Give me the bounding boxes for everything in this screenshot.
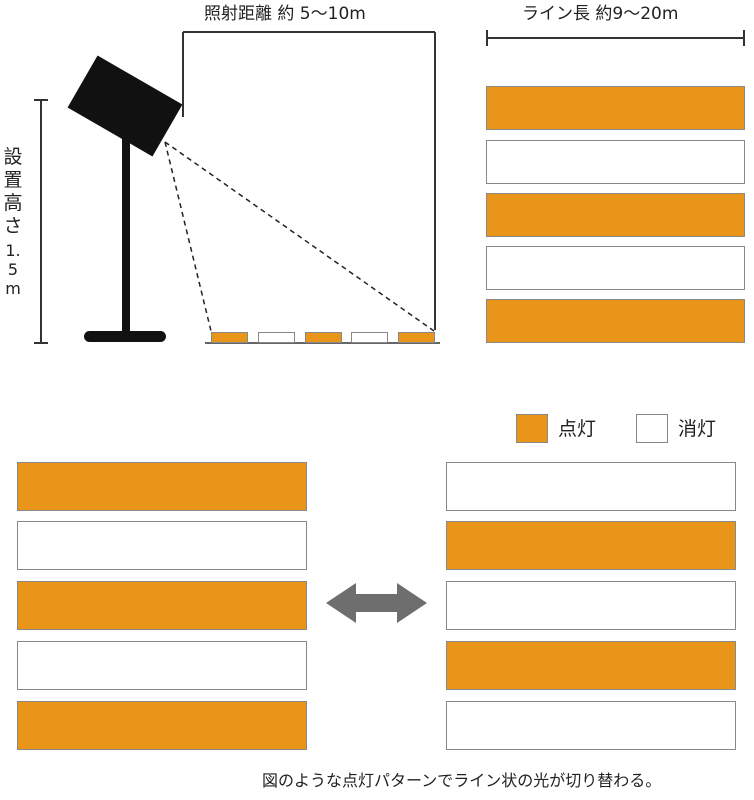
floor-stripe xyxy=(258,332,295,343)
height-char: さ xyxy=(3,215,23,237)
stripe xyxy=(486,86,745,130)
height-dimension xyxy=(34,99,48,344)
legend-off-swatch xyxy=(636,414,668,443)
stripe xyxy=(446,462,736,511)
stripe xyxy=(486,246,745,290)
floor-stripe xyxy=(305,332,342,343)
floor-stripe xyxy=(211,332,248,343)
projector-icon xyxy=(67,55,183,342)
double-arrow-icon xyxy=(326,583,427,623)
stripe xyxy=(446,581,736,630)
height-char: 置 xyxy=(3,169,23,191)
projection-beam xyxy=(164,141,435,332)
height-value-char: 1. xyxy=(5,241,21,260)
stripe xyxy=(17,521,307,570)
stripe xyxy=(446,701,736,750)
distance-label: 照射距離 約 5〜10m xyxy=(204,4,366,24)
floor-stripe xyxy=(398,332,435,343)
legend-off-label: 消灯 xyxy=(678,418,717,440)
distance-dimension xyxy=(182,31,436,330)
stripe xyxy=(486,193,745,237)
floor-stripe xyxy=(351,332,388,343)
stripe xyxy=(17,701,307,750)
stripe xyxy=(17,581,307,630)
height-label: 設 置 高 さ 1. 5 m xyxy=(2,146,24,298)
line-length-label: ライン長 約9〜20m xyxy=(522,4,679,24)
height-value-char: m xyxy=(5,279,21,298)
stripe xyxy=(446,521,736,570)
stripe xyxy=(446,641,736,690)
legend-on-label: 点灯 xyxy=(558,418,597,440)
stripe xyxy=(17,641,307,690)
height-char: 高 xyxy=(3,192,23,214)
stripe xyxy=(486,299,745,343)
legend-on-swatch xyxy=(516,414,548,443)
height-char: 設 xyxy=(3,146,23,168)
height-value-char: 5 xyxy=(7,260,19,279)
stripe xyxy=(17,462,307,511)
stripe xyxy=(486,140,745,184)
caption: 図のような点灯パターンでライン状の光が切り替わる。 xyxy=(262,771,662,790)
line-length-dimension xyxy=(486,30,745,46)
